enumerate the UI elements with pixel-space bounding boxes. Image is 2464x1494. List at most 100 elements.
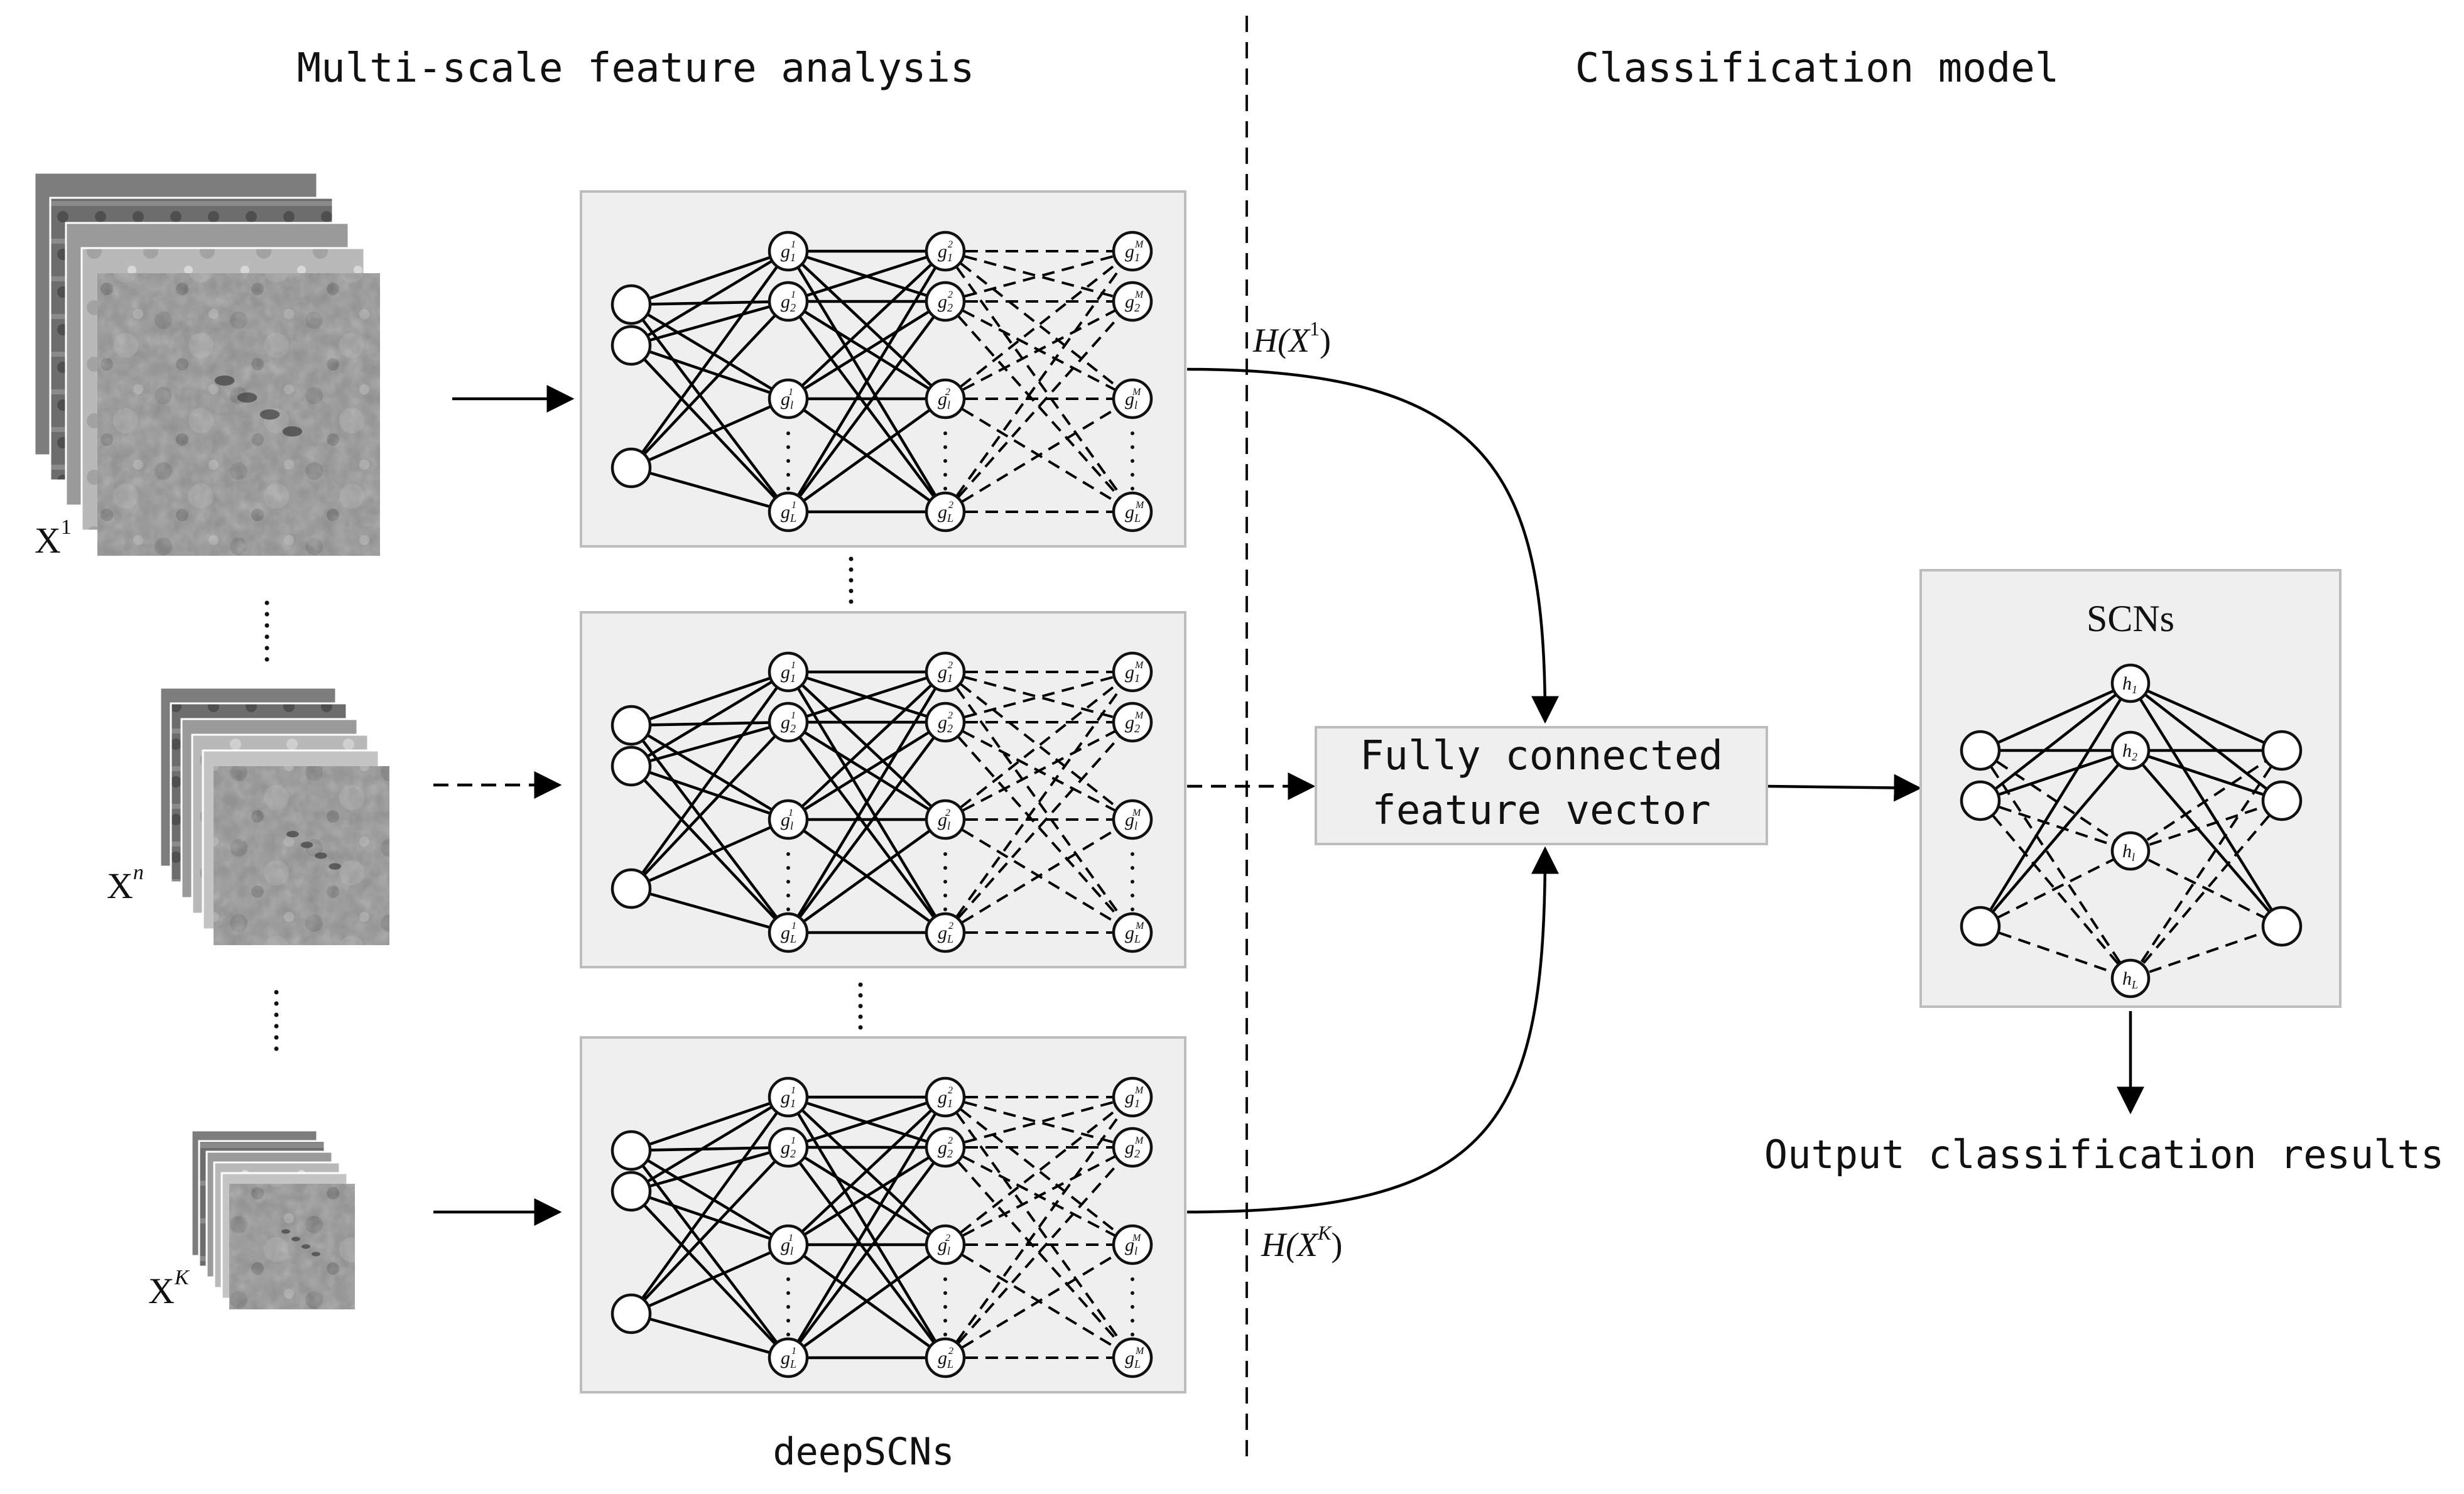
deepscn-networks: g11g21gl1gL1g12g22gl2gL2g1Mg2MglMgLMg11g… [580, 190, 1186, 1394]
node-label-sup: 1 [791, 921, 796, 931]
scn-output-node [2261, 780, 2303, 821]
image-blob [286, 831, 299, 838]
node-label-sub: l [1134, 1245, 1137, 1257]
scn-edge-in-dashed [1980, 850, 2132, 928]
column-ellipsis-dot [1131, 1319, 1134, 1323]
edge-h1-h2 [787, 398, 947, 513]
edge-input-h1 [630, 250, 790, 347]
hidden-node [768, 912, 809, 953]
image-blob [315, 852, 327, 859]
scn-node-label-sub: 2 [2132, 750, 2137, 763]
column-ellipsis-dot [786, 1333, 790, 1336]
fc-box-line2: feature vector [1372, 788, 1710, 834]
image-blob [259, 409, 280, 420]
input-label-x1: X1 [35, 516, 72, 561]
node-label-sup: M [1134, 1085, 1144, 1096]
node-label-sub: l [790, 399, 793, 411]
input-node [611, 284, 652, 325]
edge-h2-hm [944, 1243, 1134, 1359]
hidden-node [925, 1127, 966, 1168]
node-label-sup: 1 [788, 808, 793, 818]
column-ellipsis-dot [1131, 880, 1134, 884]
node-label-sub: l [947, 399, 950, 411]
node-label-sub: 1 [947, 1097, 953, 1110]
node-label: g21 [781, 1135, 796, 1160]
node-label-sub: L [947, 512, 953, 524]
node-label-sup: 2 [948, 1346, 953, 1356]
node-label: g21 [781, 290, 796, 314]
node-label-sup: M [1132, 808, 1142, 818]
scn-input-node [1960, 780, 2001, 821]
edge-input-h1 [631, 466, 789, 514]
column-ellipsis-dot [786, 1305, 790, 1309]
h-label-top: H(X1) [1252, 317, 1331, 359]
column-ellipsis-dot [943, 473, 947, 477]
column-ellipsis-dot [786, 880, 790, 884]
scn-hidden-node [2110, 730, 2151, 771]
edge-h2-hm [945, 721, 1133, 821]
column-ellipsis-dot [786, 473, 790, 477]
column-ellipsis-dot [1131, 894, 1134, 897]
hidden-node [1112, 651, 1153, 693]
scn-edge-out-dashed [2129, 749, 2283, 980]
input-node [611, 868, 652, 909]
node-label: g11 [781, 660, 796, 685]
edge-h2-hm [945, 1146, 1133, 1246]
hidden-node [768, 1076, 809, 1118]
node-label-sup: 1 [791, 1135, 796, 1146]
edge-h1-h2 [787, 1146, 947, 1359]
node-label: gL1 [781, 921, 796, 945]
node-label-sub: 1 [947, 672, 953, 685]
edge-input-h1 [630, 1096, 790, 1193]
edge-h2-hm [944, 1096, 1134, 1359]
edge-h2-hm [945, 671, 1133, 723]
edge-input-h1 [631, 1095, 789, 1152]
node-label: gl1 [781, 808, 793, 832]
feature-arrow-top [1186, 367, 1559, 724]
node-label-sup: M [1134, 710, 1144, 721]
edge-input-h1 [631, 1312, 789, 1360]
node-label-sup: M [1132, 1233, 1142, 1243]
node-label-sup: 2 [948, 1085, 953, 1096]
edge-h2-hm [944, 300, 1134, 513]
node-label-sub: l [790, 1245, 793, 1257]
scn-edge-out [2129, 682, 2283, 802]
image-blob [312, 1252, 320, 1257]
node-label-sup: 2 [948, 921, 953, 931]
scn-edge-out-dashed [2130, 925, 2282, 980]
hidden-node [768, 1127, 809, 1168]
scn-input-node [1960, 906, 2001, 947]
image-blob [291, 1237, 300, 1242]
hidden-node [768, 1224, 809, 1265]
node-label-sup: M [1134, 660, 1144, 671]
scn-edge-in-dashed [1979, 749, 2132, 980]
node-label: g11 [781, 1085, 796, 1110]
hidden-node [925, 378, 966, 420]
node-label-sub: 2 [947, 1147, 953, 1160]
column-ellipsis-dot [943, 880, 947, 884]
node-label-sub: 2 [790, 1147, 796, 1160]
column-ellipsis-dot [786, 487, 790, 490]
node-label: gL2 [938, 500, 953, 524]
column-ellipsis-dot [943, 431, 947, 435]
scn-node-label: h2 [2122, 740, 2137, 763]
node-label: g12 [938, 660, 953, 685]
hidden-node [925, 1337, 966, 1378]
node-label-sub: 2 [790, 722, 796, 735]
node-label: gL1 [781, 1346, 796, 1370]
edge-h2-hm [945, 300, 1133, 400]
column-ellipsis-dot [1131, 431, 1134, 435]
node-label-sup: 1 [791, 290, 796, 300]
node-label-sup: 1 [791, 1085, 796, 1096]
node-label-sub: 1 [790, 1097, 796, 1110]
image-blob [300, 842, 313, 848]
node-label-sub: L [790, 1358, 796, 1370]
edge-h2-hm [944, 671, 1134, 934]
column-ellipsis-dot [1131, 1305, 1134, 1309]
fc-feature-box [1315, 726, 1768, 845]
column-ellipsis-dot [1131, 459, 1134, 463]
edge-input-h1 [630, 1146, 790, 1315]
edge-h1-h2 [787, 300, 947, 513]
